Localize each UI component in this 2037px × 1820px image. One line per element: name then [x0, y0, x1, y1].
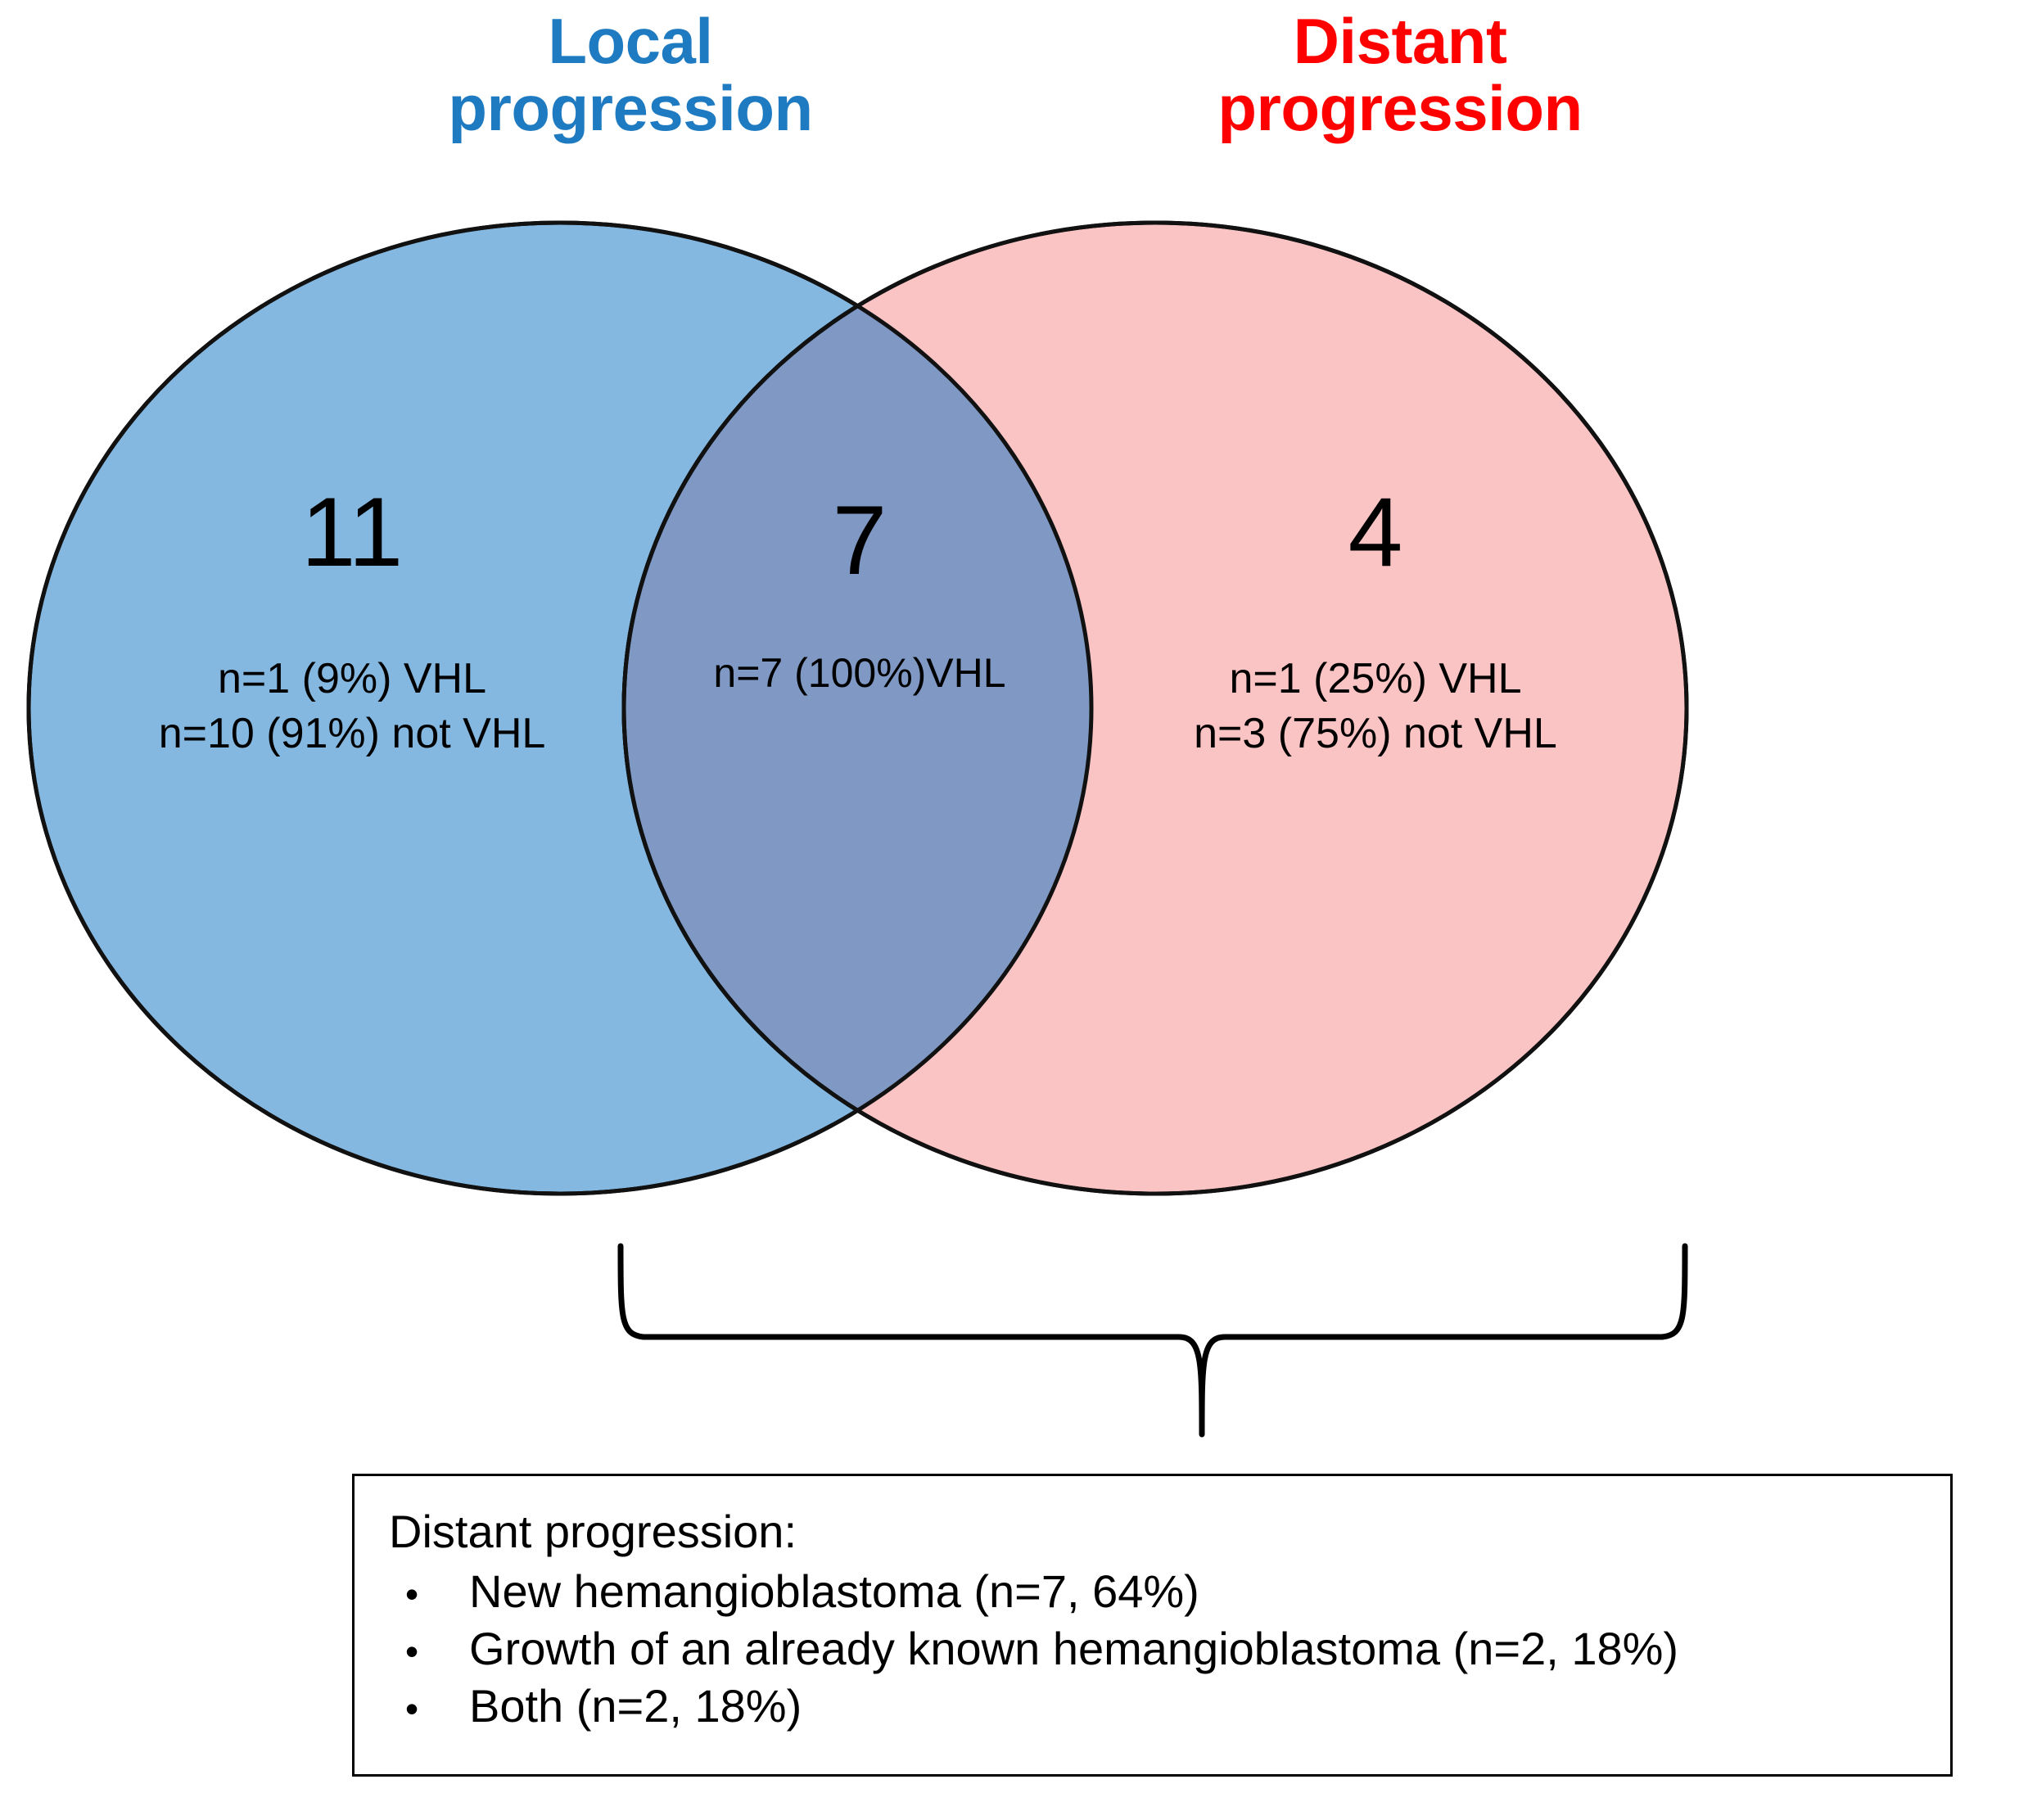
- legend-item-label: Both (n=2, 18%): [469, 1680, 802, 1732]
- legend-heading: Distant progression:: [389, 1506, 797, 1557]
- venn-circle-local-outline: [26, 220, 1094, 1196]
- region-local-only-count: 11: [300, 477, 404, 587]
- legend-item-label: New hemangioblastoma (n=7, 64%): [469, 1565, 1199, 1618]
- legend-item-label: Growth of an already known hemangioblast…: [469, 1623, 1679, 1675]
- legend-list: • New hemangioblastoma (n=7, 64%) • Grow…: [389, 1563, 1950, 1735]
- curly-brace-icon: [617, 1243, 1688, 1438]
- list-item: • New hemangioblastoma (n=7, 64%): [389, 1563, 1950, 1620]
- region-distant-only-count: 4: [1348, 477, 1403, 587]
- distant-progression-title: Distant progression: [1217, 5, 1583, 144]
- region-local-only: 11 n=1 (9%) VHL n=10 (91%) not VHL: [82, 483, 622, 761]
- bullet-icon: •: [405, 1687, 419, 1731]
- local-progression-title: Local progression: [448, 5, 813, 144]
- bullet-icon: •: [405, 1573, 419, 1616]
- region-distant-only-detail: n=1 (25%) VHL n=3 (75%) not VHL: [1194, 655, 1557, 757]
- distant-progression-legend-box: Distant progression: • New hemangioblast…: [352, 1474, 1953, 1777]
- region-overlap-detail: n=7 (100%)VHL: [713, 650, 1006, 696]
- region-distant-only: 4 n=1 (25%) VHL n=3 (75%) not VHL: [1105, 483, 1646, 761]
- region-overlap-count: 7: [832, 485, 888, 595]
- venn-circles-svg: [26, 220, 1689, 1196]
- region-local-only-detail: n=1 (9%) VHL n=10 (91%) not VHL: [158, 655, 546, 757]
- list-item: • Growth of an already known hemangiobla…: [389, 1620, 1950, 1678]
- list-item: • Both (n=2, 18%): [389, 1678, 1950, 1735]
- venn-stage: 11 n=1 (9%) VHL n=10 (91%) not VHL 7 n=7…: [26, 220, 1689, 1196]
- venn-circle-distant-outline: [621, 220, 1689, 1196]
- bullet-icon: •: [405, 1630, 419, 1673]
- region-overlap: 7 n=7 (100%)VHL: [630, 491, 1089, 699]
